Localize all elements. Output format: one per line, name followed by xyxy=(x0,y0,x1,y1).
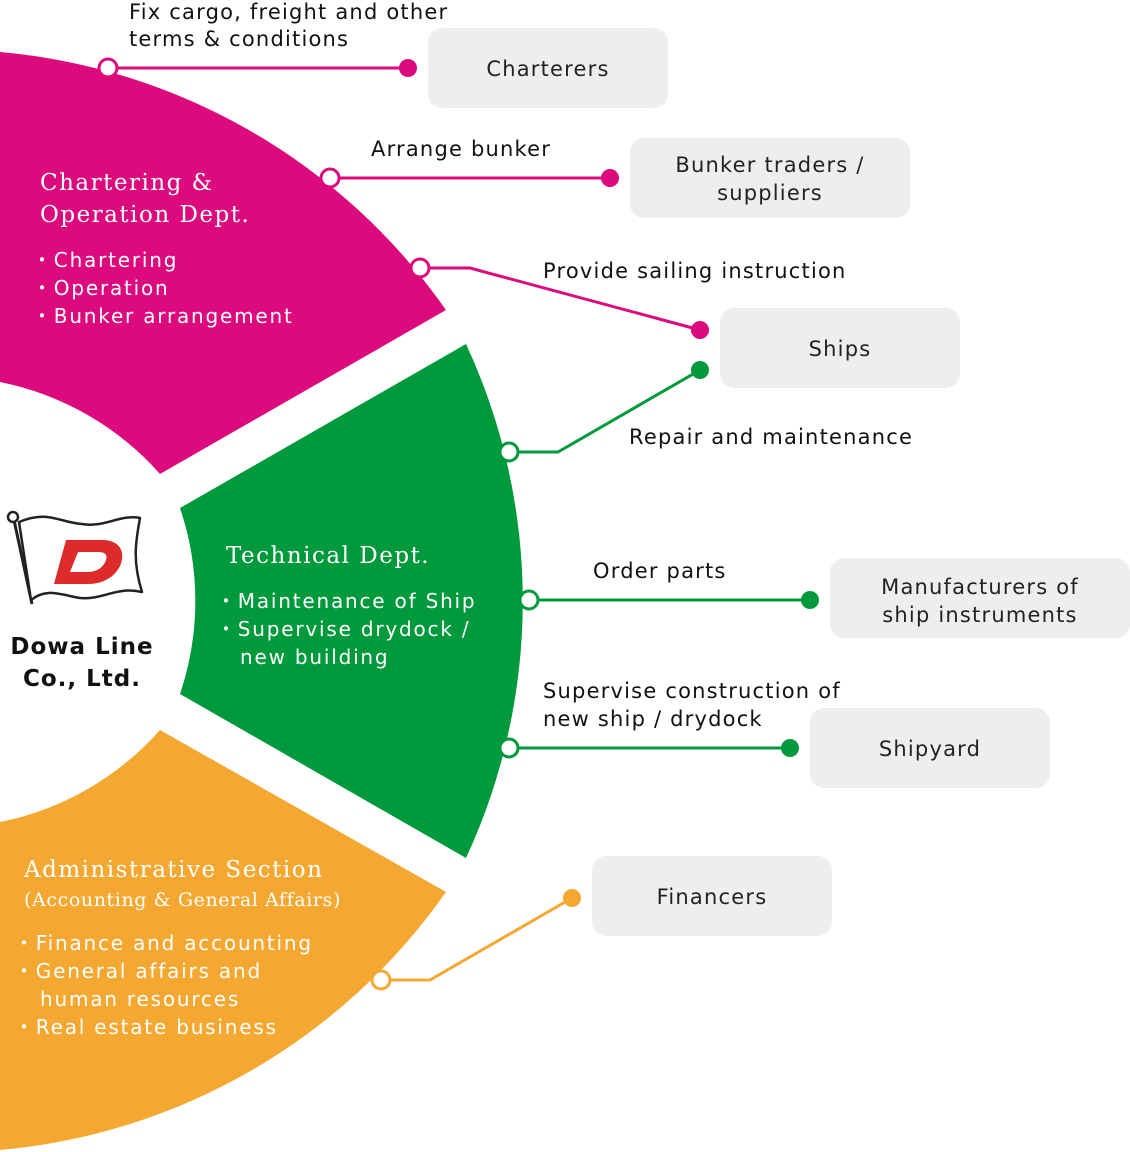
technical-dept-wedge xyxy=(180,344,523,858)
flag-icon xyxy=(17,515,144,602)
admin-item: human resources xyxy=(40,987,240,1011)
connector-start-dot xyxy=(498,737,520,759)
party-bunker-traders: Bunker traders / suppliers xyxy=(630,138,910,218)
party-box xyxy=(830,558,1130,638)
technical-dept-text: Technical Dept. ・Maintenance of Ship ・Su… xyxy=(216,543,476,669)
connector-label: Order parts xyxy=(593,559,727,583)
party-label: Charterers xyxy=(486,57,609,81)
connector-parts: Order parts xyxy=(518,559,819,611)
connector-start-dot xyxy=(409,257,431,279)
chartering-title-line1: Chartering & xyxy=(40,170,214,196)
party-financers: Financers xyxy=(592,856,832,936)
connector-line xyxy=(420,266,701,332)
admin-item: ・Finance and accounting xyxy=(14,931,313,955)
connector-start-dot xyxy=(319,167,341,189)
technical-item: new building xyxy=(240,645,389,669)
technical-title: Technical Dept. xyxy=(226,543,430,569)
company-logo: Dowa Line Co., Ltd. xyxy=(6,510,153,692)
connector-repair: Repair and maintenance xyxy=(498,361,913,463)
party-charterers: Charterers xyxy=(428,28,668,108)
admin-subtitle: (Accounting & General Affairs) xyxy=(24,889,341,911)
connector-start-dot xyxy=(518,589,540,611)
technical-item: ・Supervise drydock / xyxy=(216,617,470,641)
chartering-item: ・Chartering xyxy=(32,248,178,272)
admin-item: ・Real estate business xyxy=(14,1015,278,1039)
connector-cargo-terms: Fix cargo, freight and other terms & con… xyxy=(97,0,448,79)
connector-label: Arrange bunker xyxy=(371,137,551,161)
connector-label: Provide sailing instruction xyxy=(543,259,847,283)
connector-label: Repair and maintenance xyxy=(629,425,913,449)
party-box xyxy=(592,856,832,936)
party-box xyxy=(810,708,1050,788)
chartering-item: ・Operation xyxy=(32,276,170,300)
connector-label: new ship / drydock xyxy=(543,707,763,731)
party-label: Ships xyxy=(809,337,872,361)
connector-label: terms & conditions xyxy=(129,27,349,51)
connector-start-dot xyxy=(370,969,392,991)
party-label: Manufacturers of xyxy=(881,575,1079,599)
connector-line xyxy=(381,896,573,982)
admin-item: ・General affairs and xyxy=(14,959,262,983)
party-box xyxy=(428,28,668,108)
connector-end-dot xyxy=(781,739,799,757)
admin-section-wedge xyxy=(0,730,446,1150)
connector-end-dot xyxy=(399,59,417,77)
party-ships: Ships xyxy=(720,308,960,388)
connector-start-dot xyxy=(97,57,119,79)
connector-label: Fix cargo, freight and other xyxy=(129,0,448,24)
party-label: Bunker traders / xyxy=(675,153,864,177)
connector-line xyxy=(509,368,701,454)
admin-title: Administrative Section xyxy=(23,857,323,883)
connector-end-dot xyxy=(691,361,709,379)
company-name-line1: Dowa Line xyxy=(10,634,153,660)
party-shipyard: Shipyard xyxy=(810,708,1050,788)
party-label: Shipyard xyxy=(879,737,981,761)
flag-pole-top-icon xyxy=(6,510,20,524)
party-manufacturers: Manufacturers of ship instruments xyxy=(830,558,1130,638)
party-box xyxy=(720,308,960,388)
connector-bunker: Arrange bunker xyxy=(319,137,619,189)
party-box xyxy=(630,138,910,218)
connector-end-dot xyxy=(801,591,819,609)
connector-financers xyxy=(370,889,581,991)
company-name-line2: Co., Ltd. xyxy=(23,666,141,692)
connector-end-dot xyxy=(563,889,581,907)
party-label: ship instruments xyxy=(882,603,1077,627)
logo-d-mark-icon xyxy=(54,540,123,584)
connector-sailing: Provide sailing instruction xyxy=(409,257,847,339)
chartering-item: ・Bunker arrangement xyxy=(32,304,294,328)
chartering-dept-wedge xyxy=(0,52,446,474)
technical-item: ・Maintenance of Ship xyxy=(216,589,476,613)
party-label: Financers xyxy=(657,885,768,909)
connector-start-dot xyxy=(498,441,520,463)
connector-label: Supervise construction of xyxy=(543,679,841,703)
connector-end-dot xyxy=(691,321,709,339)
chartering-title-line2: Operation Dept. xyxy=(40,202,250,228)
admin-section-text: Administrative Section (Accounting & Gen… xyxy=(14,857,341,1039)
party-label: suppliers xyxy=(717,181,823,205)
connector-end-dot xyxy=(601,169,619,187)
chartering-dept-text: Chartering & Operation Dept. ・Chartering… xyxy=(32,170,294,328)
connector-construction: Supervise construction of new ship / dry… xyxy=(498,679,841,759)
